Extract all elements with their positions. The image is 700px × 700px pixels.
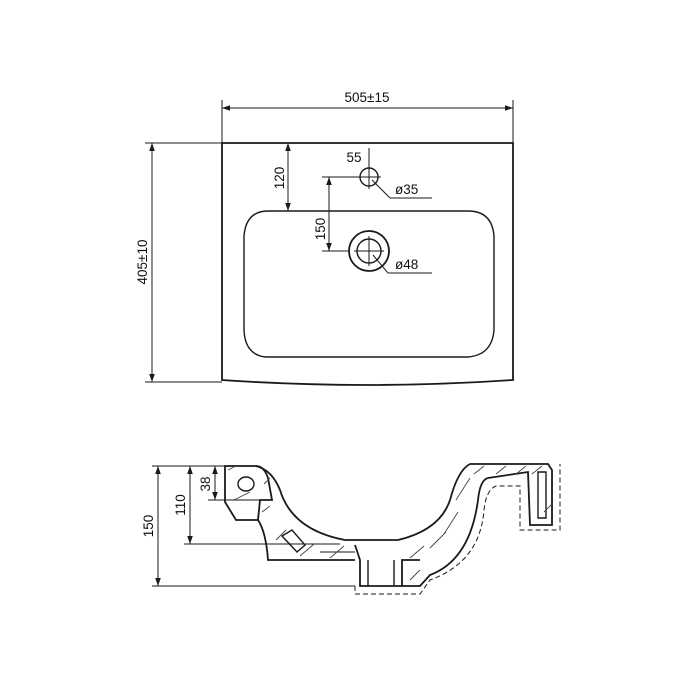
- height-total-label: 150: [141, 515, 156, 538]
- bowl-wall-left: [255, 465, 398, 541]
- depth-dimension: 405±10: [135, 142, 222, 383]
- drain-sleeve: [354, 544, 420, 587]
- tap-from-back-label: 120: [272, 167, 287, 190]
- width-dimension: 505±15: [221, 90, 514, 143]
- tap-to-drain-dimension: 150: [313, 176, 358, 252]
- inner-rib: [280, 529, 306, 553]
- dashed-contour: [354, 464, 561, 595]
- bowl-outline: [243, 210, 495, 358]
- depth-label: 405±10: [135, 240, 150, 285]
- drain-hole: [348, 230, 390, 272]
- drain-hole-leader: ø48: [372, 254, 432, 274]
- overflow-hole: [237, 476, 255, 492]
- tap-from-back-dimension: 120: [272, 143, 291, 211]
- top-view: 505±15 405±10 120 150 55: [135, 90, 514, 386]
- tap-offset-label: 55: [346, 150, 361, 165]
- basin-outline: [221, 142, 514, 386]
- tap-hole-label: ø35: [395, 182, 418, 197]
- bowl-wall-right: [397, 463, 553, 587]
- height-bowl-label: 110: [173, 494, 188, 516]
- section-view: 150 110 38: [141, 463, 561, 595]
- tap-hole: [357, 165, 381, 189]
- height-bowl-dimension: 110: [173, 466, 340, 545]
- height-total-dimension: 150: [141, 465, 355, 587]
- width-label: 505±15: [345, 90, 390, 105]
- height-rim-dimension: 38: [198, 466, 260, 501]
- height-rim-label: 38: [198, 476, 213, 491]
- tap-to-drain-label: 150: [313, 218, 328, 241]
- section-hatching: [227, 465, 553, 581]
- tap-offset-dimension: 55: [346, 148, 370, 165]
- tap-hole-leader: ø35: [371, 179, 432, 199]
- drain-hole-label: ø48: [395, 257, 418, 272]
